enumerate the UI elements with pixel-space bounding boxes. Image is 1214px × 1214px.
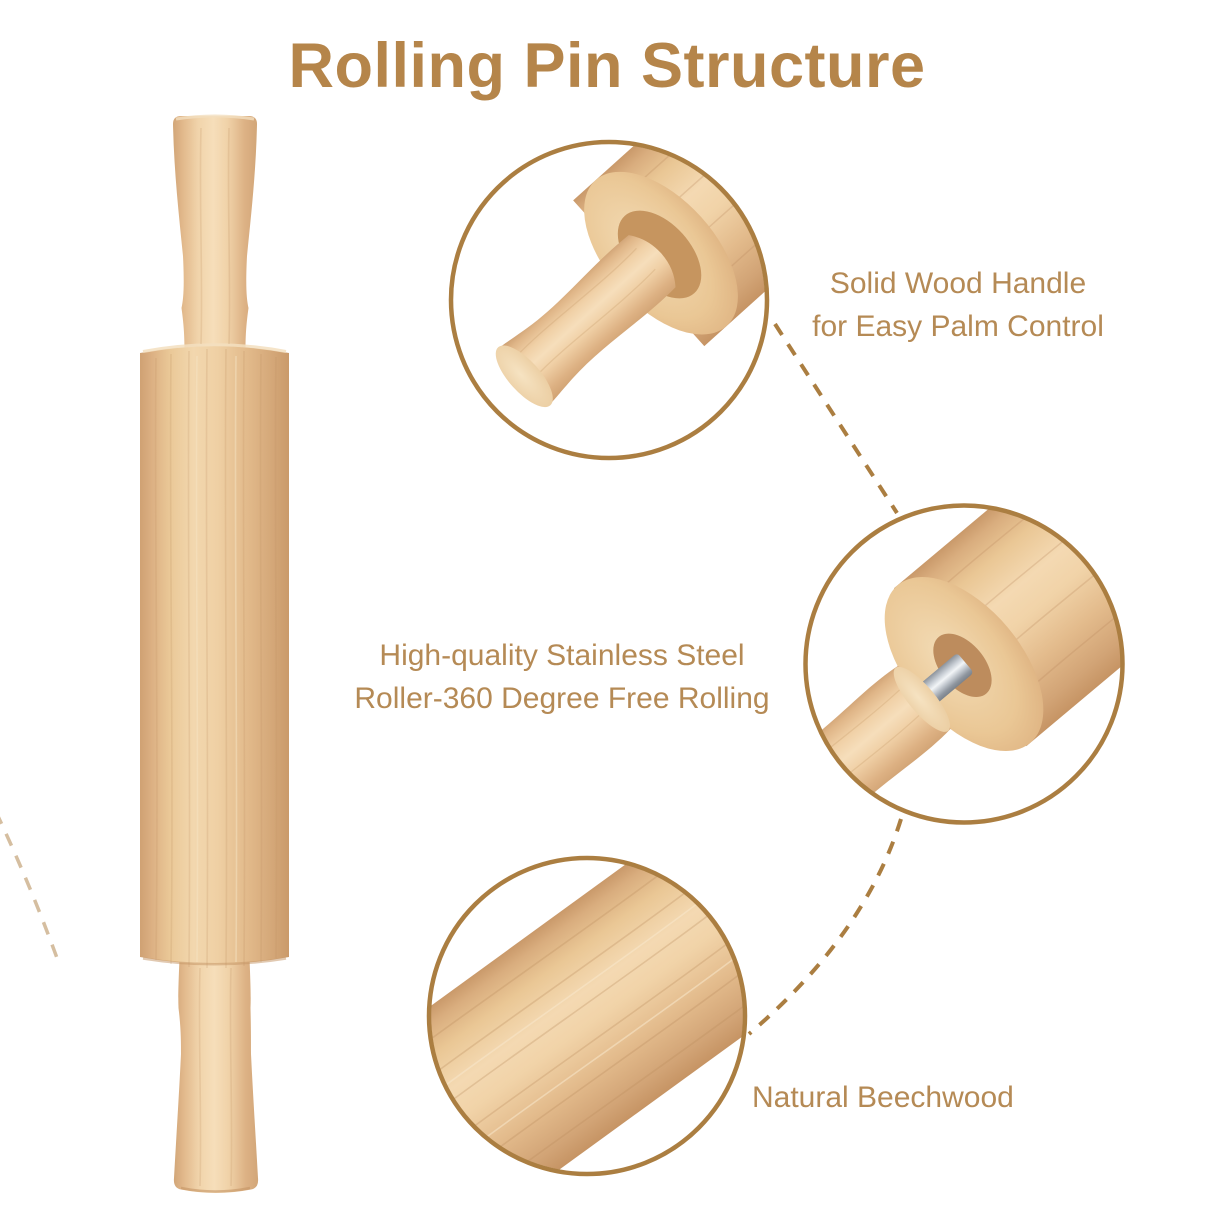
label-line: High-quality Stainless Steel [379, 639, 745, 672]
connector-top [773, 322, 899, 515]
wood-grain-lines [154, 127, 278, 1187]
label-line: Natural Beechwood [752, 1081, 1014, 1114]
connector-left-faint [0, 816, 59, 959]
label-line: for Easy Palm Control [812, 310, 1104, 343]
callout-circle-handle [448, 139, 770, 461]
callout-circle-wood [426, 855, 748, 1177]
pin-bottom-handle [173, 958, 259, 1193]
page-title: Rolling Pin Structure [288, 31, 926, 101]
pin-barrel [140, 346, 289, 964]
rolling-pin-image [140, 114, 289, 1193]
callout-label-roller: High-quality Stainless Steel Roller-360 … [337, 634, 787, 720]
label-line: Roller-360 Degree Free Rolling [354, 682, 770, 715]
wood-grain-highlights [195, 355, 238, 963]
label-line: Solid Wood Handle [829, 267, 1087, 300]
connector-middle [747, 818, 903, 1036]
connector-dashes [0, 322, 903, 1036]
callout-label-handle: Solid Wood Handle for Easy Palm Control [768, 262, 1148, 348]
pin-top-handle [173, 116, 257, 352]
callout-label-wood: Natural Beechwood [752, 1076, 1082, 1119]
